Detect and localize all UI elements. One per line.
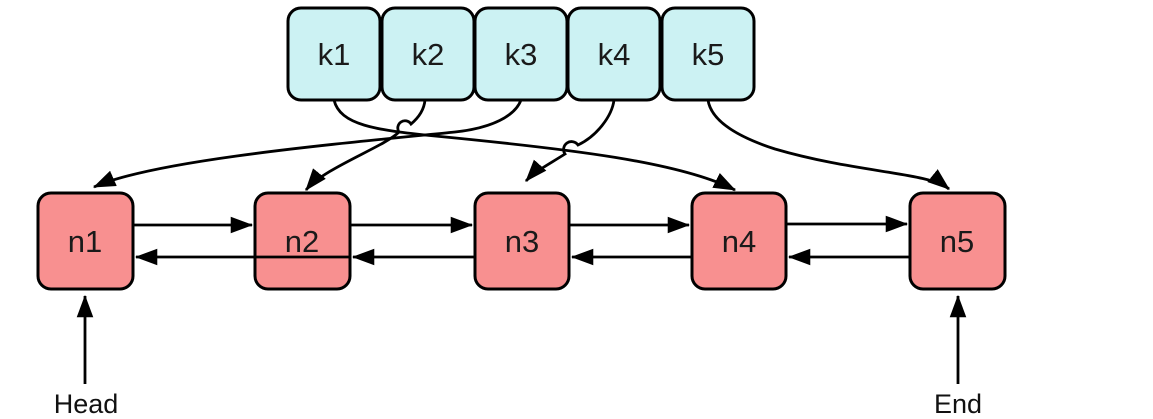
node-box-n3 <box>473 191 571 291</box>
node-box-n2 <box>253 191 352 291</box>
key-label-k4: k4 <box>598 37 631 72</box>
edge-k5-n5 <box>706 99 950 191</box>
edge-k3-n1 <box>92 99 523 189</box>
node-label-n3: n3 <box>505 224 539 259</box>
node-row: n1 n2 n3 n4 n5 <box>36 191 1007 291</box>
key-row: k1 k2 k3 k4 k5 <box>286 6 756 102</box>
end-label: End <box>934 389 982 419</box>
head-label: Head <box>54 389 119 419</box>
key-label-k2: k2 <box>412 37 445 72</box>
edge-k2-n2 <box>304 99 427 191</box>
pointer-arrows: Head End <box>54 294 982 419</box>
key-label-k1: k1 <box>318 37 351 72</box>
node-box-n5 <box>908 191 1007 291</box>
node-label-n5: n5 <box>940 224 974 259</box>
node-chain-edges <box>133 215 910 266</box>
key-node-edges <box>92 99 950 192</box>
edge-k1-n4 <box>332 99 736 192</box>
edge-k4-n3 <box>524 99 616 182</box>
node-box-n4 <box>690 191 788 291</box>
key-label-k3: k3 <box>505 37 538 72</box>
node-label-n2: n2 <box>285 224 319 259</box>
node-label-n4: n4 <box>722 224 756 259</box>
node-box-n1 <box>36 191 135 291</box>
node-label-n1: n1 <box>68 224 102 259</box>
key-label-k5: k5 <box>692 37 725 72</box>
